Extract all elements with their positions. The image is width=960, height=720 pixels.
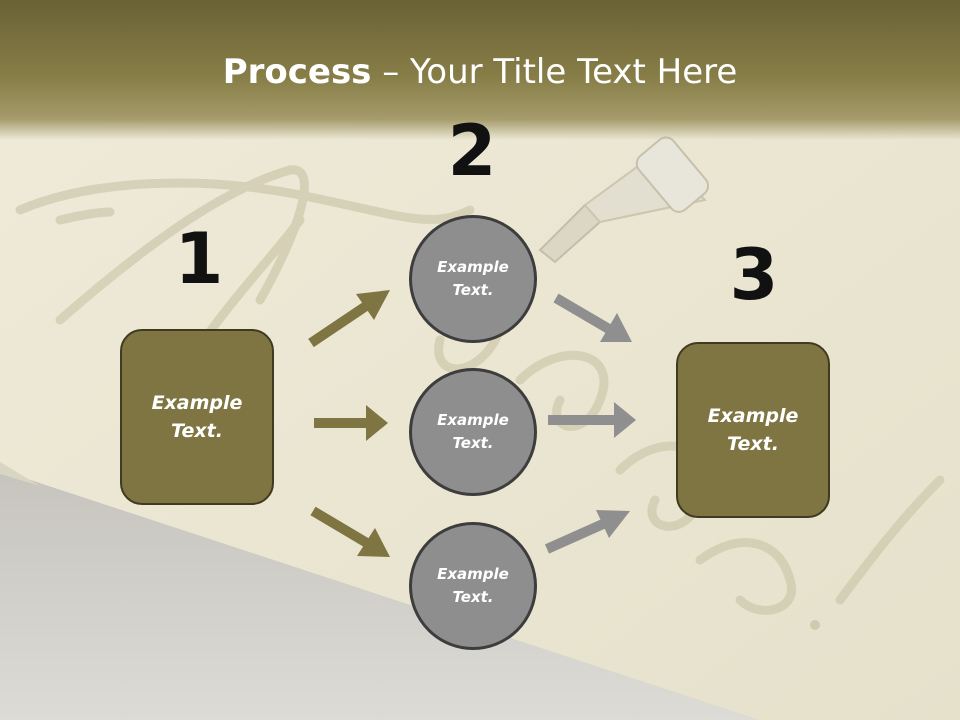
desk-surface: [0, 470, 760, 720]
middle-circle-3[interactable]: Example Text.: [409, 522, 537, 650]
slide-title-rest: – Your Title Text Here: [371, 52, 738, 92]
title-bar: [0, 0, 960, 140]
middle-circle-3-label: Example Text.: [437, 564, 509, 606]
fountain-pen-image: [538, 136, 710, 264]
step-3-box[interactable]: Example Text.: [676, 342, 830, 518]
arrow-1-to-middle-bottom: [310, 506, 390, 557]
arrow-1-to-middle-top: [308, 290, 390, 348]
arrow-middle-top-to-3: [553, 293, 632, 342]
middle-circle-2[interactable]: Example Text.: [409, 368, 537, 496]
middle-circle-1[interactable]: Example Text.: [409, 215, 537, 343]
step-3-label: Example Text.: [707, 404, 799, 456]
step-number-3: 3: [729, 234, 779, 316]
middle-circle-1-label: Example Text.: [437, 257, 509, 299]
step-1-box[interactable]: Example Text.: [120, 329, 274, 505]
arrow-middle-bottom-to-3: [544, 510, 630, 554]
middle-circle-2-label: Example Text.: [437, 410, 509, 452]
step-1-label: Example Text.: [151, 391, 243, 443]
slide-title: Process – Your Title Text Here: [0, 52, 960, 92]
step-number-1: 1: [174, 218, 224, 300]
arrow-1-to-middle-center: [314, 405, 388, 441]
slide-title-bold: Process: [222, 52, 372, 92]
arrow-middle-center-to-3: [548, 402, 636, 438]
step-number-2: 2: [447, 110, 497, 192]
